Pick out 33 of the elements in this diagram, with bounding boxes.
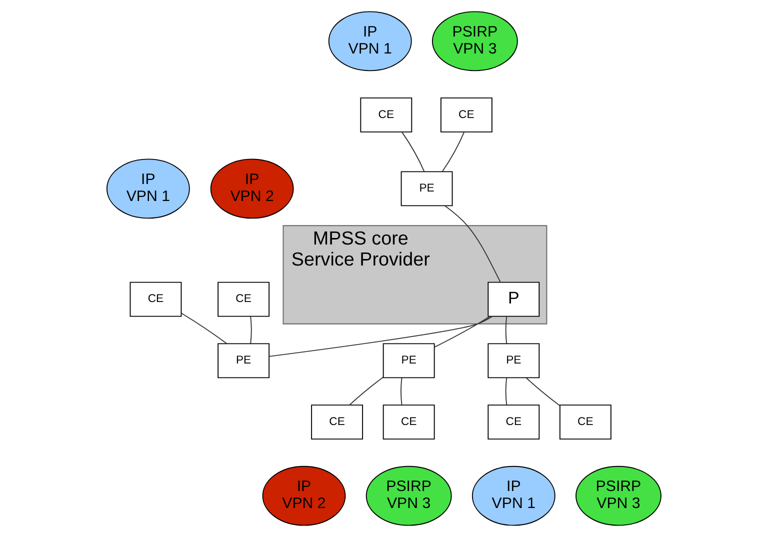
connector <box>268 316 492 357</box>
connector <box>348 376 383 406</box>
node-box: CE <box>487 404 540 440</box>
connector <box>444 205 500 283</box>
connector <box>525 377 560 406</box>
node-ellipse: IP VPN 1 <box>328 11 412 72</box>
node-ellipse: PSIRP VPN 3 <box>575 466 661 526</box>
node-box: CE <box>440 97 492 132</box>
node-ellipse: PSIRP VPN 3 <box>365 466 452 526</box>
connector <box>504 316 507 344</box>
connector <box>504 377 507 406</box>
connector <box>441 132 464 172</box>
node-box: CE <box>129 282 182 317</box>
connector <box>433 316 490 348</box>
node-box: PE <box>382 343 434 378</box>
node-ellipse: IP VPN 1 <box>106 158 190 219</box>
node-ellipse: IP VPN 1 <box>471 466 555 526</box>
connector <box>180 312 227 344</box>
node-box: PE <box>400 171 452 206</box>
node-ellipse: IP VPN 2 <box>210 158 294 219</box>
connector <box>400 377 402 406</box>
node-box: CE <box>310 404 363 440</box>
node-box: CE <box>360 97 412 132</box>
node-box: PE <box>487 343 540 378</box>
node-box: CE <box>558 404 611 440</box>
node-box: CE <box>382 404 434 440</box>
node-box: CE <box>217 282 270 317</box>
node-box: PE <box>217 343 270 378</box>
connector <box>250 316 252 344</box>
node-ellipse: IP VPN 2 <box>262 466 346 526</box>
connector <box>401 132 424 172</box>
node-ellipse: PSIRP VPN 3 <box>431 11 518 72</box>
node-box: P <box>487 282 540 317</box>
